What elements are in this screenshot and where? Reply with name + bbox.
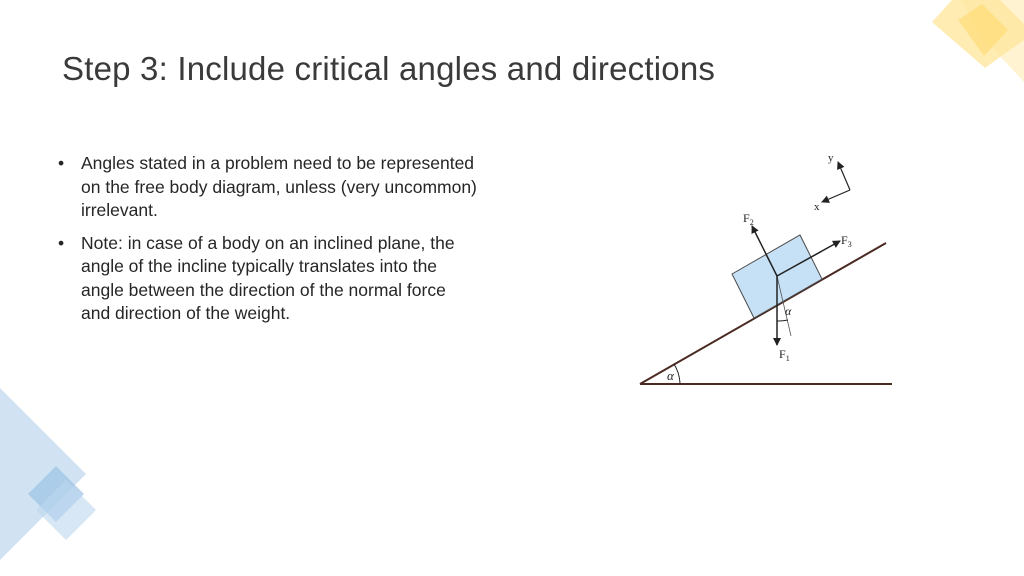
bullet-marker: •	[58, 153, 65, 173]
slide-title: Step 3: Include critical angles and dire…	[62, 50, 716, 87]
top-right-decoration	[932, 0, 1024, 82]
axis-x-label: x	[814, 201, 820, 213]
incline-line	[639, 242, 887, 385]
force-f3-sub: 3	[848, 240, 852, 249]
force-f1-sub: 1	[786, 354, 790, 363]
force-f3-base: F	[841, 233, 848, 247]
bullet-item: • Note: in case of a body on an inclined…	[58, 232, 478, 326]
force-f1-base: F	[779, 347, 786, 361]
free-body-diagram: α y x α F2 F3 F1	[639, 152, 892, 385]
bullet-marker: •	[58, 232, 65, 253]
normal-extension-line	[776, 275, 792, 337]
force-f2-base: F	[743, 211, 750, 225]
axis-x-arrow	[821, 189, 851, 203]
bottom-left-decoration	[0, 388, 96, 560]
normal-weight-angle-arc	[776, 319, 789, 322]
force-f2-label: F2	[743, 211, 754, 227]
axis-y-arrow	[837, 161, 851, 191]
incline-angle-label: α	[667, 368, 675, 383]
force-f3-arrow	[776, 240, 841, 277]
bullet-text: Note: in case of a body on an inclined p…	[81, 232, 455, 324]
force-f2-sub: 2	[750, 218, 754, 227]
force-f1-label: F1	[779, 347, 790, 363]
bullet-text: Angles stated in a problem need to be re…	[81, 153, 477, 220]
axis-y-label: y	[828, 152, 834, 164]
force-f2-arrow	[751, 225, 778, 277]
incline-angle-arc	[673, 363, 681, 385]
angle-label: α	[785, 304, 792, 318]
bullet-item: • Angles stated in a problem need to be …	[58, 152, 478, 223]
force-f3-label: F3	[841, 233, 852, 249]
bullet-list: • Angles stated in a problem need to be …	[58, 152, 478, 335]
